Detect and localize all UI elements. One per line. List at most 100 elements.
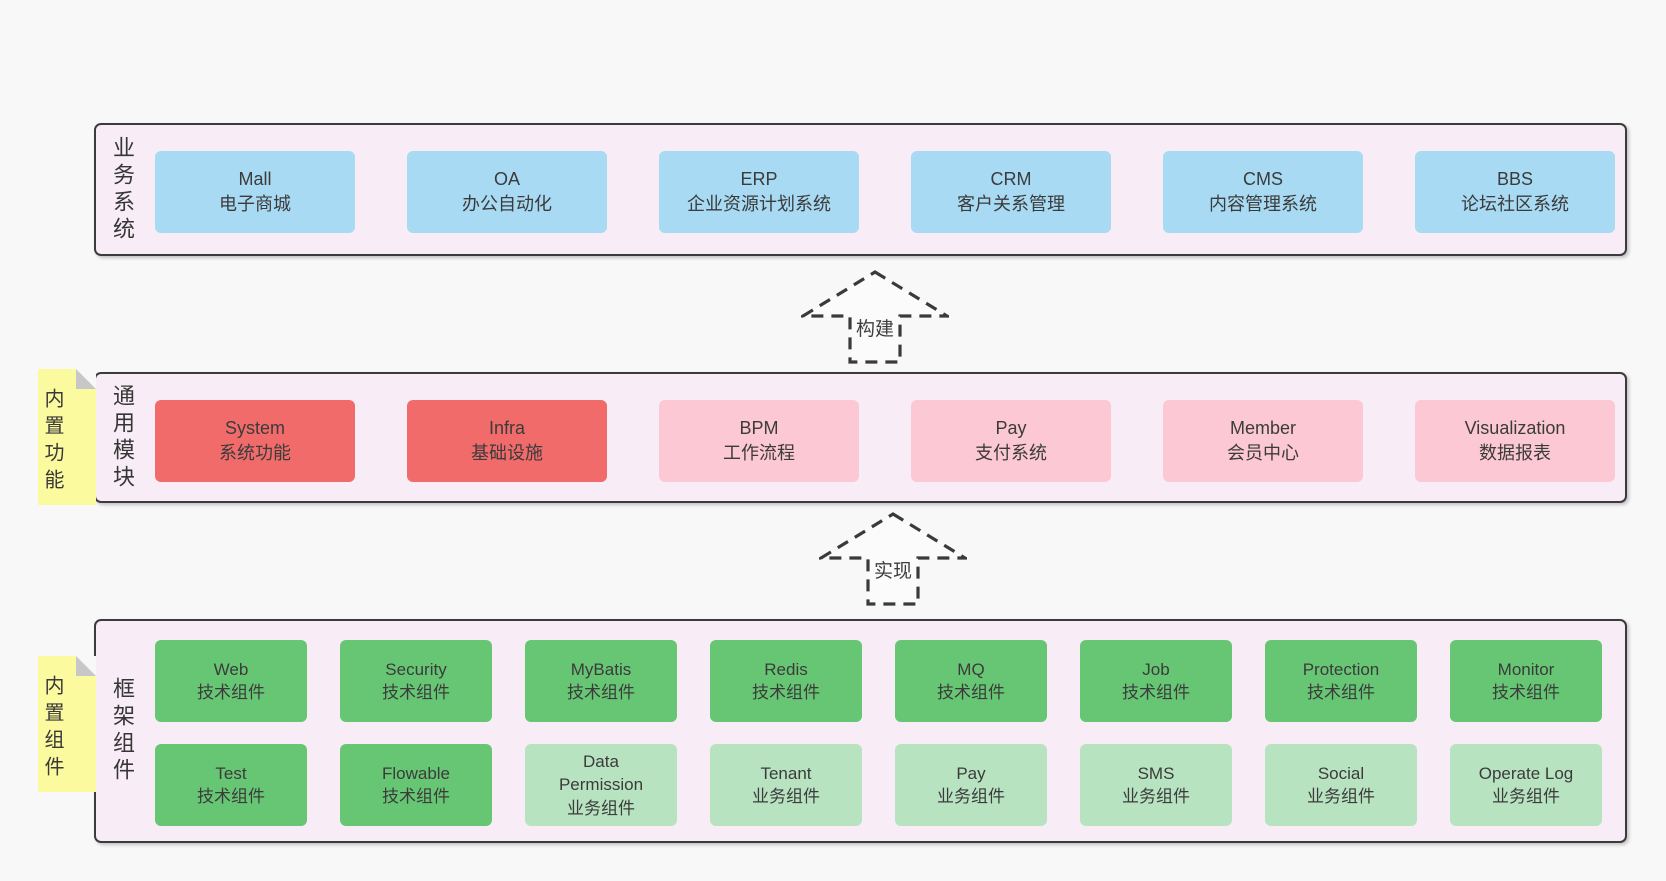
box-operate-log: Operate Log 业务组件 — [1450, 744, 1602, 826]
box-name: Operate Log — [1478, 763, 1574, 783]
box-oa: OA 办公自动化 — [407, 151, 607, 233]
build-arrow-label: 构建 — [855, 319, 894, 340]
box-name: Protection — [1302, 659, 1380, 679]
box-name: MyBatis — [570, 659, 632, 679]
box-name: ERP — [740, 169, 778, 190]
box-desc: 系统功能 — [219, 443, 291, 463]
band-framework-components: 框架组件 Web 技术组件 Security 技术组件 MyBatis 技术组件… — [94, 619, 1627, 843]
box-desc: 数据报表 — [1479, 443, 1551, 463]
box-desc: 技术组件 — [567, 683, 635, 702]
box-name: BPM — [739, 418, 779, 439]
box-name: Web — [213, 659, 249, 679]
box-cms: CMS 内容管理系统 — [1163, 151, 1363, 233]
box-desc: 技术组件 — [1492, 683, 1560, 702]
box-mybatis: MyBatis 技术组件 — [525, 640, 677, 722]
box-monitor: Monitor 技术组件 — [1450, 640, 1602, 722]
box-web: Web 技术组件 — [155, 640, 307, 722]
framework-components-row-1: Web 技术组件 Security 技术组件 MyBatis 技术组件 Redi… — [155, 640, 1602, 722]
band-label-common-modules: 通用模块 — [110, 383, 135, 492]
box-infra: Infra 基础设施 — [407, 400, 607, 482]
box-name: Mall — [238, 169, 272, 190]
box-name: Security — [385, 659, 447, 679]
box-name: Visualization — [1464, 418, 1566, 439]
sticky-note-label: 内置组件 — [41, 675, 63, 783]
box-desc: 技术组件 — [937, 683, 1005, 702]
box-sms: SMS 业务组件 — [1080, 744, 1232, 826]
box-desc: 业务组件 — [937, 787, 1005, 806]
box-social: Social 业务组件 — [1265, 744, 1417, 826]
box-name: Test — [215, 763, 247, 783]
box-name: Social — [1317, 763, 1365, 783]
box-desc: 客户关系管理 — [957, 194, 1065, 214]
implement-arrow-label: 实现 — [873, 561, 912, 582]
box-name: Monitor — [1497, 659, 1555, 679]
box-name: BBS — [1496, 169, 1534, 190]
box-name: MQ — [957, 659, 985, 679]
sticky-note-built-in-features: 内置功能 — [38, 369, 96, 505]
box-flowable: Flowable 技术组件 — [340, 744, 492, 826]
box-desc: 业务组件 — [1492, 787, 1560, 806]
box-bbs: BBS 论坛社区系统 — [1415, 151, 1615, 233]
box-desc: 办公自动化 — [462, 194, 552, 214]
sticky-note-built-in-components: 内置组件 — [38, 656, 96, 792]
box-job: Job 技术组件 — [1080, 640, 1232, 722]
box-name: System — [224, 418, 285, 439]
box-desc: 工作流程 — [723, 443, 795, 463]
box-tenant: Tenant 业务组件 — [710, 744, 862, 826]
box-desc: 支付系统 — [975, 443, 1047, 463]
box-member: Member 会员中心 — [1163, 400, 1363, 482]
box-desc: 会员中心 — [1227, 443, 1299, 463]
box-desc: 技术组件 — [197, 787, 265, 806]
box-protection: Protection 技术组件 — [1265, 640, 1417, 722]
folded-corner-icon — [76, 369, 96, 389]
box-desc: 技术组件 — [197, 683, 265, 702]
box-data-permission: Data Permission 业务组件 — [525, 744, 677, 826]
box-desc: 业务组件 — [1307, 787, 1375, 806]
box-name: Infra — [488, 418, 526, 439]
band-common-modules: 通用模块 System 系统功能 Infra 基础设施 BPM 工作流程 Pay… — [94, 372, 1627, 503]
box-pay-system: Pay 支付系统 — [911, 400, 1111, 482]
box-desc: 电子商城 — [219, 194, 291, 214]
box-name: CMS — [1243, 169, 1283, 190]
band-business-systems: 业务系统 Mall 电子商城 OA 办公自动化 ERP 企业资源计划系统 CRM… — [94, 123, 1627, 256]
box-desc: 技术组件 — [382, 787, 450, 806]
box-test: Test 技术组件 — [155, 744, 307, 826]
business-systems-row: Mall 电子商城 OA 办公自动化 ERP 企业资源计划系统 CRM 客户关系… — [155, 151, 1615, 233]
box-name: Flowable — [381, 763, 451, 783]
box-desc: 业务组件 — [1122, 787, 1190, 806]
box-desc: 技术组件 — [382, 683, 450, 702]
box-desc: 业务组件 — [567, 798, 635, 818]
framework-components-row-2: Test 技术组件 Flowable 技术组件 Data Permission … — [155, 744, 1602, 826]
box-name: CRM — [990, 169, 1032, 190]
band-label-framework-components: 框架组件 — [110, 677, 135, 785]
sticky-note-label: 内置功能 — [41, 388, 63, 496]
box-desc: 业务组件 — [752, 787, 820, 806]
box-name: Job — [1142, 659, 1170, 679]
box-name: Data Permission — [558, 751, 644, 795]
box-desc: 内容管理系统 — [1209, 194, 1317, 214]
box-security: Security 技术组件 — [340, 640, 492, 722]
box-desc: 论坛社区系统 — [1461, 194, 1569, 214]
box-bpm: BPM 工作流程 — [659, 400, 859, 482]
box-visualization: Visualization 数据报表 — [1415, 400, 1615, 482]
box-name: Redis — [764, 659, 808, 679]
box-desc: 技术组件 — [752, 683, 820, 702]
implement-arrow-icon: 实现 — [819, 512, 967, 606]
box-name: OA — [493, 169, 520, 190]
box-redis: Redis 技术组件 — [710, 640, 862, 722]
box-desc: 技术组件 — [1307, 683, 1375, 702]
folded-corner-icon — [76, 656, 96, 676]
box-name: Pay — [956, 763, 986, 783]
build-arrow-icon: 构建 — [801, 270, 949, 364]
box-erp: ERP 企业资源计划系统 — [659, 151, 859, 233]
box-name: Pay — [995, 418, 1027, 439]
band-label-business-systems: 业务系统 — [110, 135, 135, 244]
box-name: SMS — [1137, 763, 1175, 783]
box-desc: 技术组件 — [1122, 683, 1190, 702]
box-desc: 企业资源计划系统 — [687, 194, 831, 214]
box-system: System 系统功能 — [155, 400, 355, 482]
box-mall: Mall 电子商城 — [155, 151, 355, 233]
common-modules-row: System 系统功能 Infra 基础设施 BPM 工作流程 Pay 支付系统… — [155, 400, 1615, 482]
box-desc: 基础设施 — [471, 443, 543, 463]
